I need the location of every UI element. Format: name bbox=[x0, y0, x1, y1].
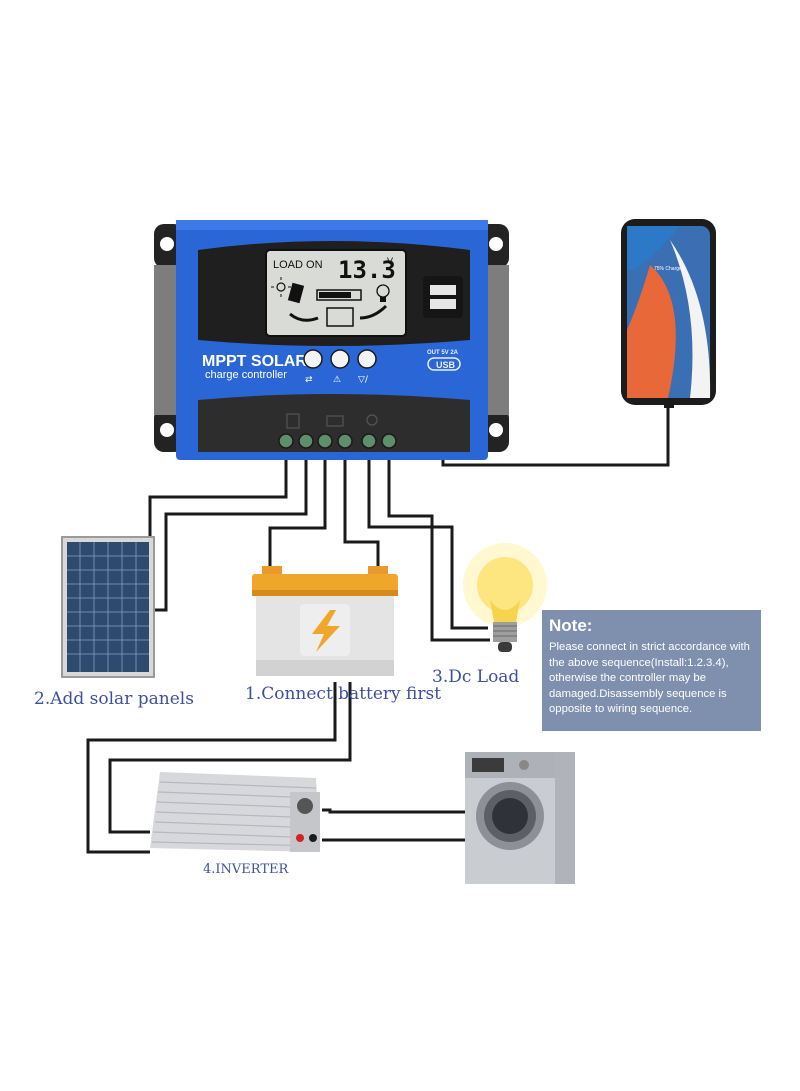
lcd-arrow-out-icon bbox=[359, 304, 388, 320]
terminal-solar-icon bbox=[286, 413, 300, 429]
button-1[interactable] bbox=[303, 349, 323, 369]
phone-screen-text: 75% Charged bbox=[654, 266, 685, 272]
lcd-panel-icon bbox=[287, 282, 305, 304]
usb-port-1[interactable] bbox=[430, 285, 456, 295]
terminal-load-icon bbox=[366, 414, 378, 426]
usb-port-housing bbox=[423, 276, 463, 318]
inverter bbox=[150, 772, 320, 852]
note-box: Note: Please connect in strict accordanc… bbox=[542, 610, 761, 731]
wire-battery-negative bbox=[343, 448, 380, 575]
label-inverter: 4.INVERTER bbox=[203, 862, 289, 877]
lcd-voltage-value: 13.3 bbox=[338, 256, 396, 284]
lcd-bulb-icon bbox=[376, 284, 390, 302]
lcd-arrow-icon bbox=[289, 312, 319, 322]
terminal-battery-icon bbox=[326, 415, 344, 427]
brand-subtitle: charge controller bbox=[205, 369, 287, 381]
button-3[interactable] bbox=[357, 349, 377, 369]
washing-machine bbox=[465, 752, 575, 884]
wire-appliance-1 bbox=[322, 808, 466, 814]
terminal-screws bbox=[278, 433, 397, 449]
lcd-voltage-unit: V bbox=[387, 256, 393, 266]
solar-panel bbox=[61, 536, 155, 678]
lightning-icon bbox=[312, 610, 340, 652]
button-3-icon: ▽/ bbox=[358, 375, 369, 385]
wire-battery-positive bbox=[268, 448, 327, 575]
usb-logo: USB bbox=[436, 360, 456, 370]
wire-load-positive bbox=[367, 448, 488, 630]
lcd-battery-icon bbox=[316, 289, 362, 301]
lcd-status-text: LOAD ON bbox=[273, 259, 323, 271]
button-2[interactable] bbox=[330, 349, 350, 369]
usb-rating-label: OUT 5V 2A bbox=[427, 350, 459, 356]
note-title: Note: bbox=[549, 616, 593, 635]
label-connect-battery: 1.Connect battery first bbox=[245, 684, 442, 704]
light-bulb bbox=[463, 543, 547, 652]
warning-icon: ⚠ bbox=[333, 375, 341, 385]
wire-inverter-positive bbox=[86, 682, 337, 854]
smartphone: 75% Charged bbox=[621, 219, 716, 408]
brand-title: MPPT SOLAR bbox=[202, 353, 307, 370]
lcd-battery-status-icon bbox=[326, 307, 354, 327]
charge-controller: LOAD ON 13.3 V MPPT SOLAR charge control… bbox=[154, 220, 509, 460]
note-body: Please connect in strict accordance with… bbox=[549, 641, 750, 715]
wire-load-negative bbox=[387, 448, 490, 642]
button-1-icon: ⇄ bbox=[305, 375, 313, 385]
battery bbox=[252, 566, 398, 676]
lcd-sun-icon bbox=[271, 277, 291, 297]
label-add-solar-panels: 2.Add solar panels bbox=[34, 689, 194, 709]
wire-inverter-negative bbox=[108, 682, 352, 834]
label-dc-load: 3.Dc Load bbox=[432, 667, 520, 687]
usb-port-2[interactable] bbox=[430, 299, 456, 309]
